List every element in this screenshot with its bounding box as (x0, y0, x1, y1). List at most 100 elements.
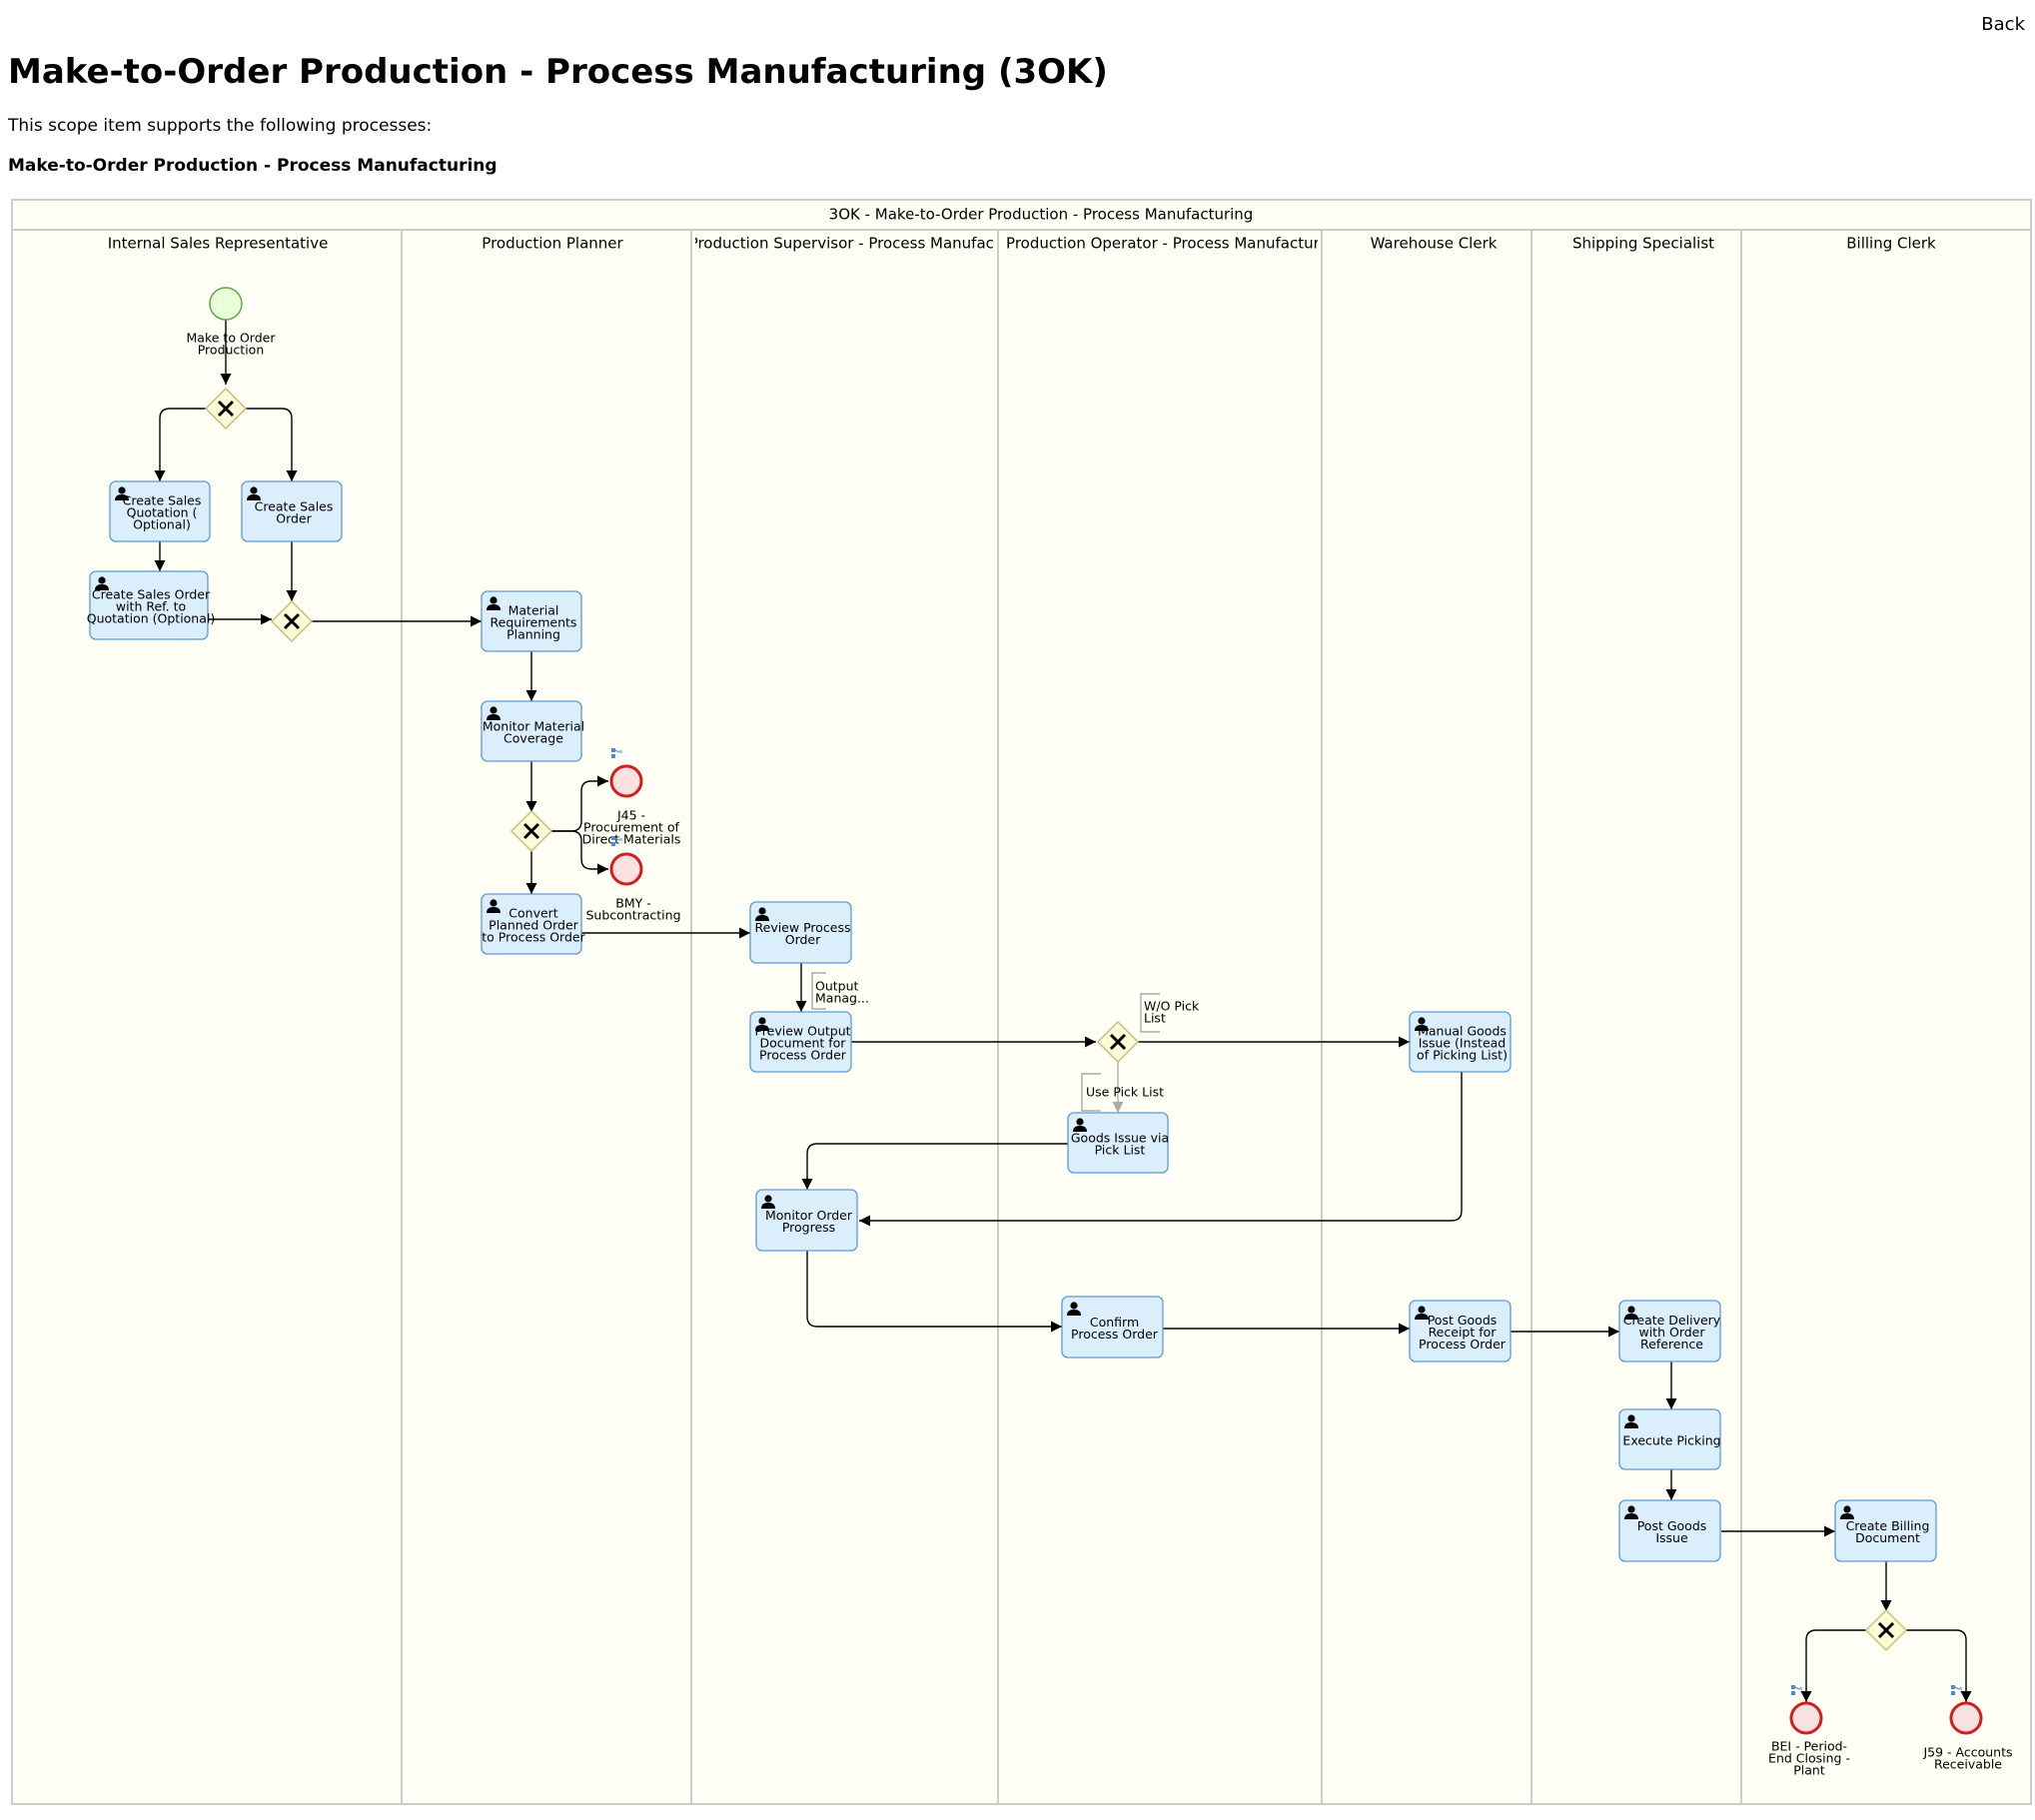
flow-gateway-to-j45 (550, 775, 608, 832)
linked-process-icon (1951, 1685, 1962, 1695)
linked-process-icon (611, 836, 622, 846)
intro-text: This scope item supports the following p… (8, 116, 433, 136)
lane-title: Production Operator - Process Manufactur… (1006, 235, 1324, 253)
lane-billing-clerk: Billing Clerk (1740, 230, 1936, 1804)
pool (11, 199, 2032, 1805)
lane-title: Production Planner (482, 235, 623, 253)
process-name: Make-to-Order Production - Process Manuf… (8, 156, 498, 176)
lane-title: Warehouse Clerk (1371, 235, 1498, 253)
gateway-sales-merge[interactable] (270, 599, 314, 643)
linked-process-icon (611, 748, 622, 758)
user-task-icon (761, 1195, 775, 1209)
gateway-pick-list-split[interactable] (1096, 1020, 1140, 1064)
label-use-pick: Use Pick List (1086, 1085, 1164, 1100)
end-bei[interactable]: BEI - Period-End Closing -Plant (1768, 1685, 1850, 1778)
user-task-icon (1415, 1306, 1429, 1320)
annotation-bracket (1081, 1073, 1101, 1112)
user-task-icon (487, 899, 501, 913)
flow-gateway-to-bmy (550, 830, 608, 875)
end-bmy[interactable]: BMY -Subcontracting (585, 836, 681, 923)
flow-gateway-to-bei (1800, 1629, 1867, 1702)
linked-process-icon (1791, 1685, 1802, 1695)
lane-internal-sales: Internal Sales Representative (108, 235, 329, 253)
back-link[interactable]: Back (1981, 14, 2025, 35)
user-task-icon (755, 1017, 769, 1031)
user-task-icon (95, 576, 109, 590)
exclusive-gateway-icon (1877, 1621, 1895, 1639)
exclusive-gateway-icon (522, 822, 540, 840)
user-task-icon (247, 486, 261, 500)
user-task-icon (1415, 1017, 1429, 1031)
flow-gateway-to-sales-order (245, 408, 298, 481)
flow-pick-list-to-monitor (801, 1143, 1068, 1190)
lane-title: Internal Sales Representative (108, 235, 329, 253)
gateway-billing-split[interactable] (1864, 1608, 1908, 1652)
user-task-icon (755, 907, 769, 921)
flow-monitor-to-confirm (806, 1251, 1062, 1333)
end-event-label: BMY -Subcontracting (585, 896, 680, 923)
lane-warehouse-clerk: Warehouse Clerk (1321, 230, 1498, 1804)
lane-title: Production Supervisor - Process Manufact… (689, 235, 1010, 253)
lane-production-operator: Production Operator - Process Manufactur… (997, 230, 1324, 1804)
annotation-bracket (1140, 993, 1160, 1033)
user-task-icon (1840, 1505, 1854, 1519)
exclusive-gateway-icon (217, 400, 235, 418)
lane-title: Billing Clerk (1846, 235, 1936, 253)
page-title: Make-to-Order Production - Process Manuf… (8, 52, 1108, 92)
gateway-coverage-split[interactable] (509, 809, 553, 853)
user-task-icon (487, 706, 501, 720)
lane-production-supervisor: Production Supervisor - Process Manufact… (689, 230, 1010, 1804)
user-task-icon (1073, 1118, 1087, 1132)
flow-gateway-to-j59 (1905, 1629, 1972, 1702)
user-task-icon (1624, 1505, 1638, 1519)
user-task-icon (1624, 1414, 1638, 1428)
task-label: Execute Picking (1622, 1433, 1720, 1448)
user-task-icon (115, 486, 129, 500)
gateway-sales-split[interactable] (204, 387, 248, 431)
pool-title: 3OK - Make-to-Order Production - Process… (829, 206, 1254, 224)
flow-gateway-to-quotation (154, 408, 207, 481)
annotation-bracket (811, 972, 826, 1010)
lane-title: Shipping Specialist (1572, 235, 1714, 253)
task-execute-picking[interactable]: Execute Picking (1618, 1408, 1721, 1470)
lane-shipping-specialist: Shipping Specialist (1530, 230, 1714, 1804)
lane-production-planner: Production Planner (401, 230, 624, 1804)
exclusive-gateway-icon (1109, 1033, 1127, 1051)
